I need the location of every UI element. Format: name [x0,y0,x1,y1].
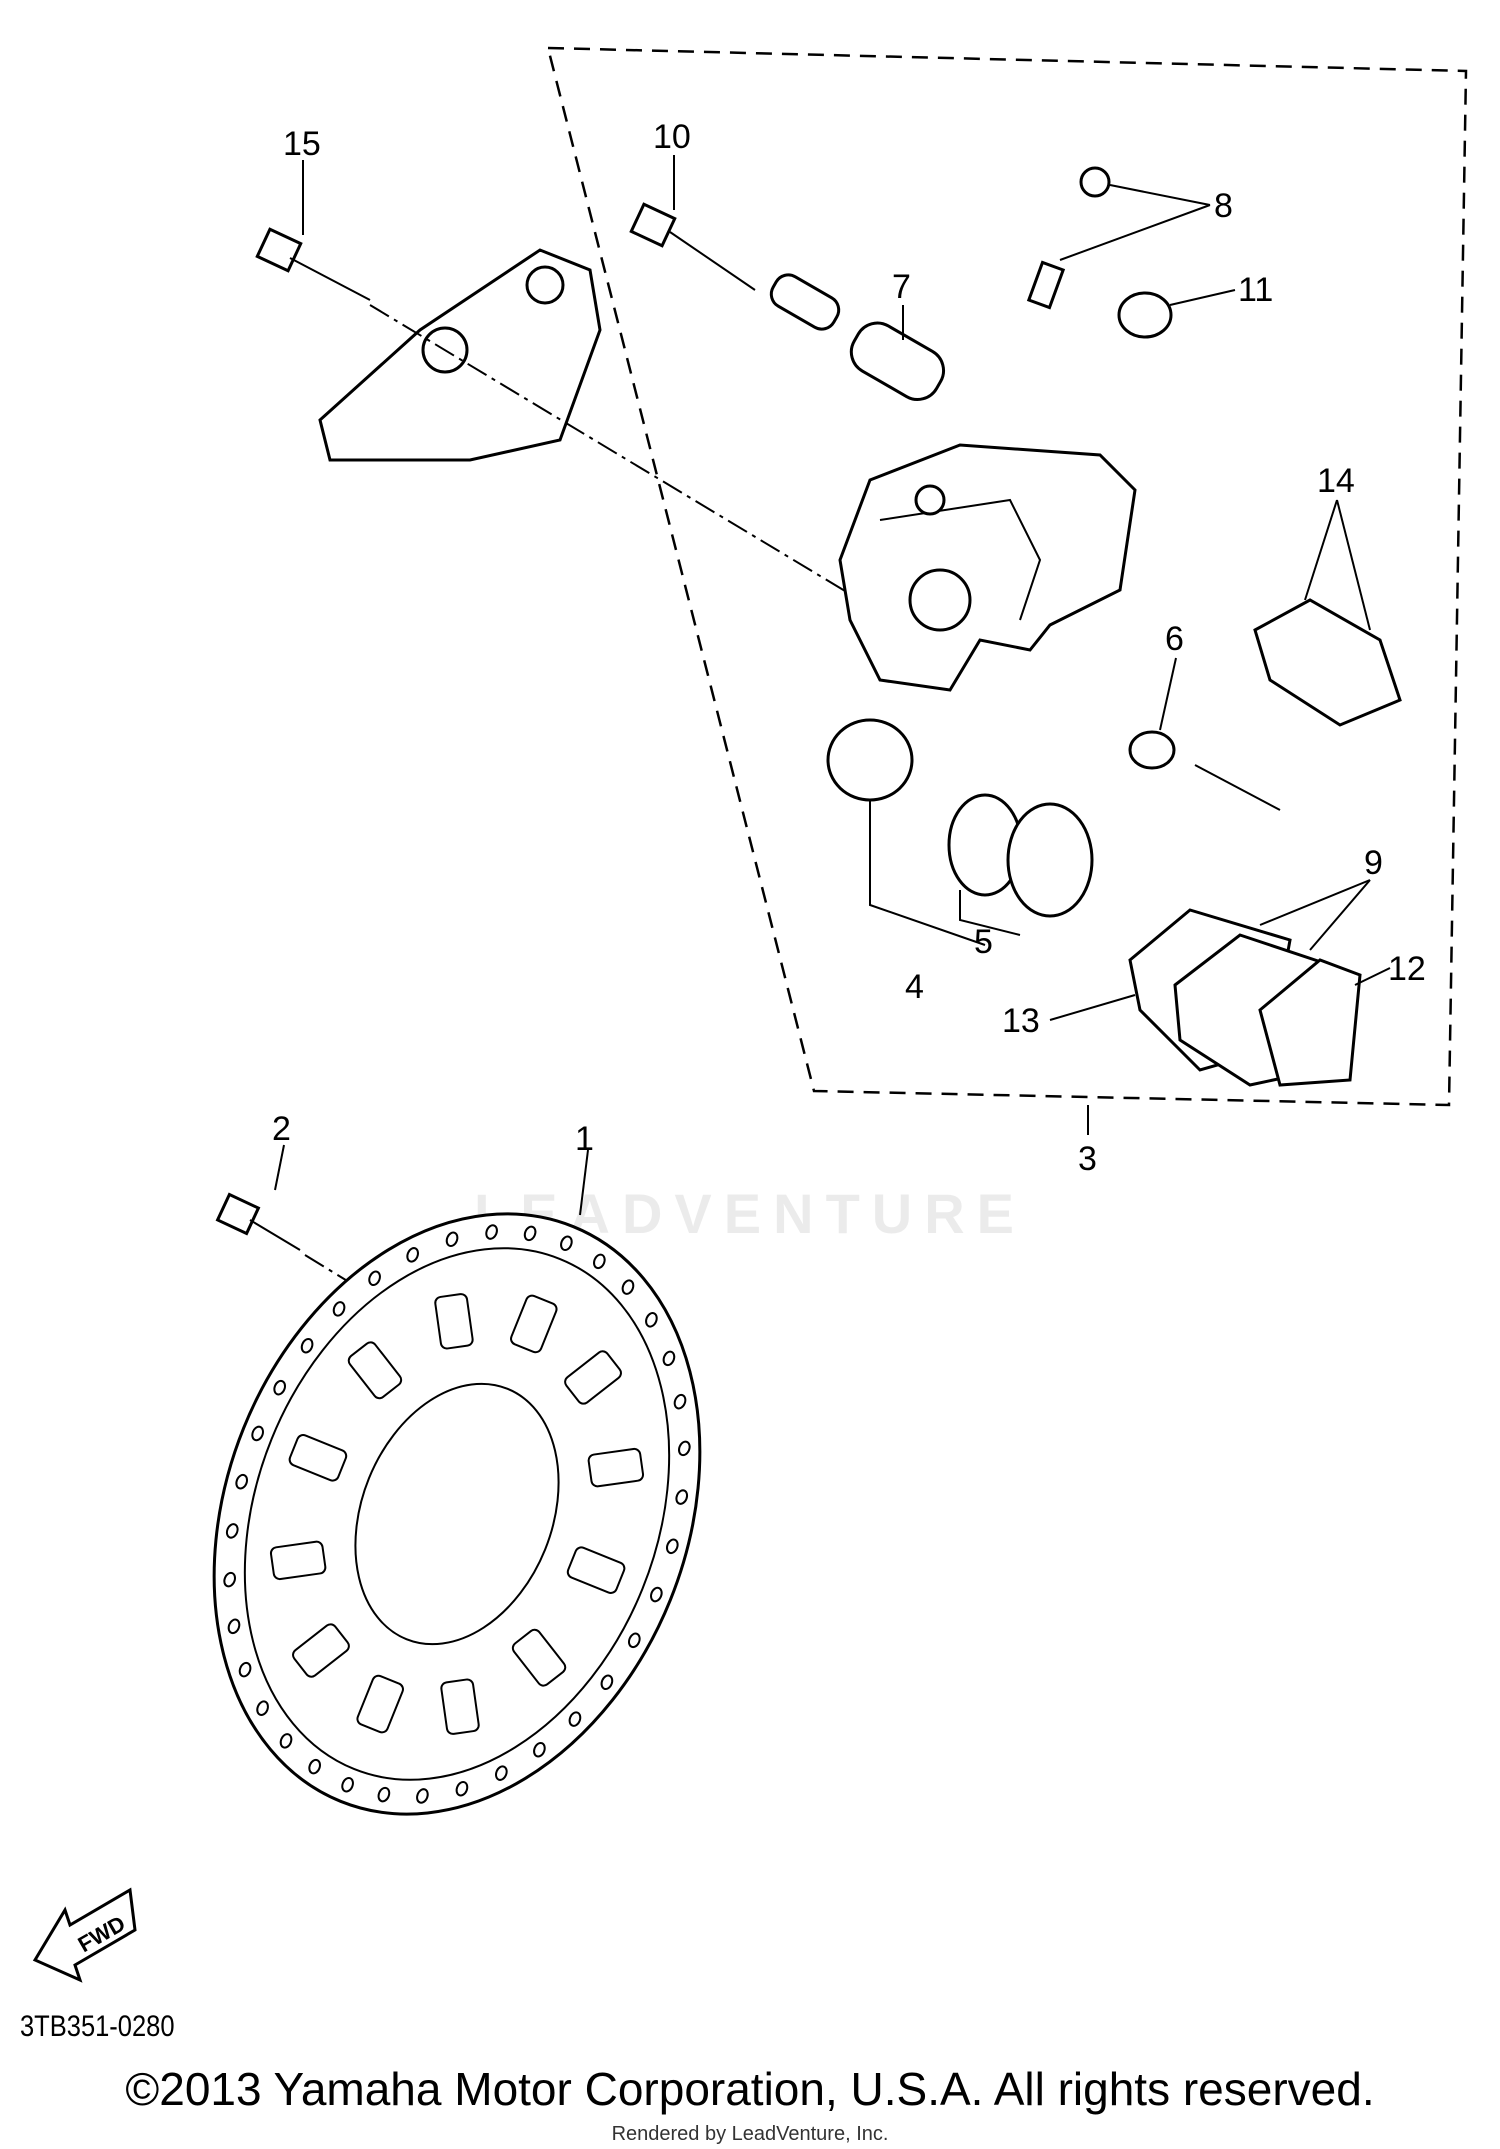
disc-slot [511,1628,567,1687]
caliper-body [838,443,1137,692]
disc-hole [377,1786,391,1803]
disc-hole [406,1247,419,1263]
disc-hole [416,1788,429,1804]
disc-hole [600,1674,614,1691]
callout-13: 13 [1002,1002,1040,1040]
disc-slot [269,1540,327,1581]
disc-hole [455,1780,469,1797]
callout-12: 12 [1388,950,1426,988]
disc-hole [627,1632,641,1649]
disc-hole [523,1225,537,1242]
callout-11: 11 [1238,271,1273,309]
pad-spring-14 [1253,598,1402,727]
disc-hole [495,1765,508,1781]
disc-hole [341,1776,354,1793]
callout-9: 9 [1364,844,1383,882]
disc-hole [300,1337,314,1354]
disc-hole [533,1741,546,1758]
callout-6: 6 [1165,620,1184,658]
disc-hole [332,1301,346,1317]
caliper-assembly-boundary [546,46,1468,1107]
callout-2: 2 [272,1110,291,1148]
disc-hole [308,1758,321,1775]
disc-hole [235,1473,249,1490]
disc-slot [440,1678,480,1735]
disc-slot [347,1341,403,1400]
boot-7 [849,321,946,401]
disc-hole [368,1270,381,1287]
bolt-15 [255,227,371,301]
disc-hole [675,1489,689,1505]
disc-hole [568,1711,582,1727]
disc-hole [650,1586,663,1603]
callout-3: 3 [1078,1140,1097,1178]
disc-hole [238,1661,252,1678]
callout-4: 4 [905,968,924,1006]
disc-hole [678,1440,691,1457]
disc-hole [251,1425,264,1442]
disc-hole [645,1312,658,1328]
piston-4 [826,718,914,802]
disc-hole [223,1571,236,1588]
shim-12 [1258,958,1362,1087]
disc-slot [564,1350,622,1405]
disc-hole [673,1393,687,1410]
disc-hole [665,1538,679,1555]
callout-8: 8 [1214,187,1233,225]
disc-hole [662,1350,676,1367]
disc-slot [566,1546,626,1594]
sleeve [769,273,841,331]
callout-15: 15 [283,125,321,163]
disc-hole [593,1253,606,1270]
brake-disc-1 [212,1212,702,1816]
disc-hole [225,1523,239,1539]
disc-hole [273,1379,287,1396]
disc-hole [560,1235,573,1252]
bleed-cap-8 [1079,166,1111,198]
rendered-by: Rendered by LeadVenture, Inc. [611,2123,889,2145]
copyright: ©2013 Yamaha Motor Corporation, U.S.A. A… [125,2063,1375,2115]
disc-hole [256,1700,269,1716]
bush-6 [1128,730,1176,770]
leader-lines [274,155,1391,1216]
bleed-screw-8 [1026,260,1066,310]
fwd-arrow: FWD [32,1887,137,1983]
diagram-code: 3TB351-0280 [20,2010,175,2043]
callout-5: 5 [974,923,993,961]
callout-14: 14 [1317,462,1355,500]
callout-10: 10 [653,118,691,156]
disc-slot [587,1447,645,1488]
caliper-bracket [318,248,602,462]
disc-hole [485,1224,498,1240]
alignment-line [369,304,861,601]
disc-slot [356,1674,404,1734]
disc-slot [510,1294,558,1354]
disc-slot [292,1623,350,1678]
callout-7: 7 [892,268,911,306]
bolt-2 [215,1192,301,1251]
disc-hole [227,1618,241,1635]
disc-hole [279,1733,293,1749]
bolt-10 [629,202,756,291]
disc-slot [434,1293,474,1350]
disc-hole [445,1231,459,1248]
callout-1: 1 [575,1120,594,1158]
disc-hole [621,1279,635,1295]
dust-seal [1006,802,1094,918]
cap-11 [1117,291,1173,339]
disc-slot [288,1434,348,1482]
